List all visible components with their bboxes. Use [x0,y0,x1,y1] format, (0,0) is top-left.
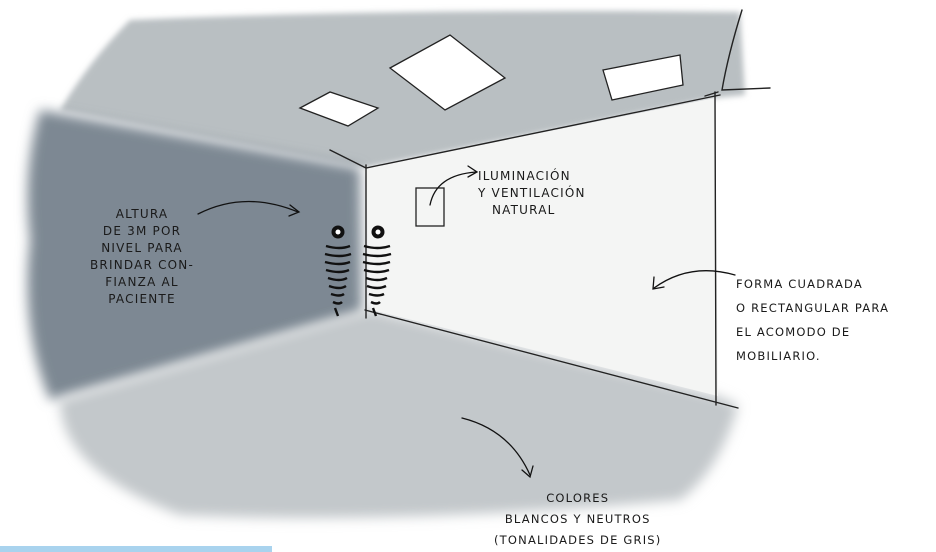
annotation-shape-line-1: FORMA CUADRADA [736,272,889,296]
annotation-lighting: ILUMINACIÓN Y VENTILACIÓN NATURAL [478,168,586,219]
annotation-height-line-4: BRINDAR CON- [90,257,194,274]
accent-bar [0,546,272,552]
annotation-lighting-line-3: NATURAL [478,202,586,219]
annotation-colors-line-1: COLORES [494,488,661,509]
annotation-height-line-2: DE 3m POR [90,223,194,240]
annotation-height-line-1: ALTURA [90,206,194,223]
annotation-shape-line-4: MOBILIARIO. [736,344,889,368]
annotation-colors-line-3: (TONALIDADES DE GRIS) [494,530,661,551]
annotation-height-line-5: FIANZA AL [90,274,194,291]
annotation-lighting-line-2: Y VENTILACIÓN [478,185,586,202]
annotation-colors-line-2: BLANCOS Y NEUTROS [494,509,661,530]
annotation-shape-line-3: EL ACOMODO DE [736,320,889,344]
annotation-height-line-6: PACIENTE [90,291,194,308]
annotation-shape-line-2: O RECTANGULAR PARA [736,296,889,320]
annotation-shape: FORMA CUADRADA O RECTANGULAR PARA EL ACO… [736,272,889,368]
annotation-height: ALTURA DE 3m POR NIVEL PARA BRINDAR CON-… [90,206,194,308]
annotation-colors: COLORES BLANCOS Y NEUTROS (TONALIDADES D… [494,488,661,551]
annotation-lighting-line-1: ILUMINACIÓN [478,168,586,185]
annotation-height-line-3: NIVEL PARA [90,240,194,257]
